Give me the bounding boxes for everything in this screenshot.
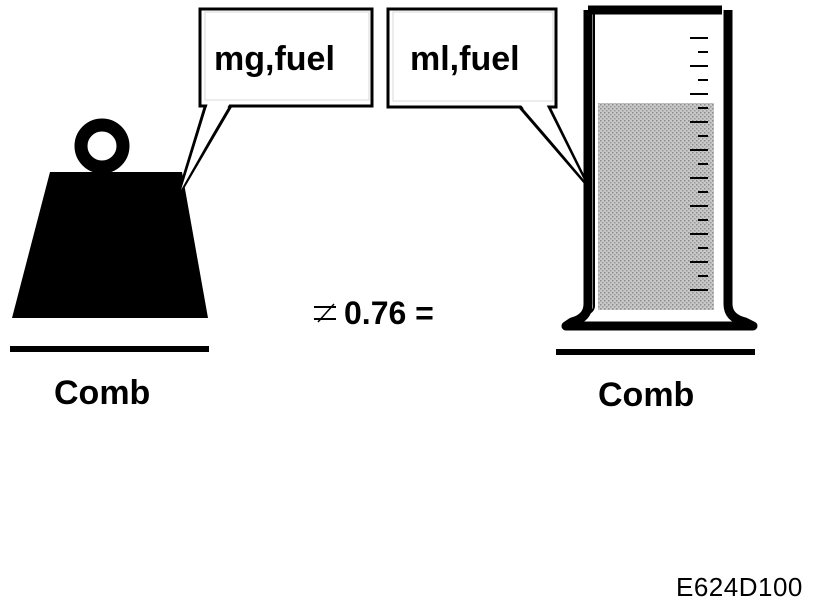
approx-sign-icon — [314, 303, 336, 323]
left-speech-bubble — [176, 7, 374, 197]
right-fraction-bar — [556, 349, 755, 355]
right-bubble-text: ml,fuel — [410, 40, 520, 78]
left-bubble-text: mg,fuel — [214, 40, 335, 78]
equation-text: 0.76 = — [344, 295, 434, 331]
right-speech-bubble — [386, 7, 590, 187]
left-label: Comb — [54, 374, 151, 412]
left-fraction-bar — [10, 346, 209, 352]
figure-code: E624D100 — [676, 572, 803, 602]
right-label: Comb — [598, 376, 695, 414]
weight-icon — [12, 118, 208, 318]
graduated-cylinder-icon — [561, 5, 758, 331]
